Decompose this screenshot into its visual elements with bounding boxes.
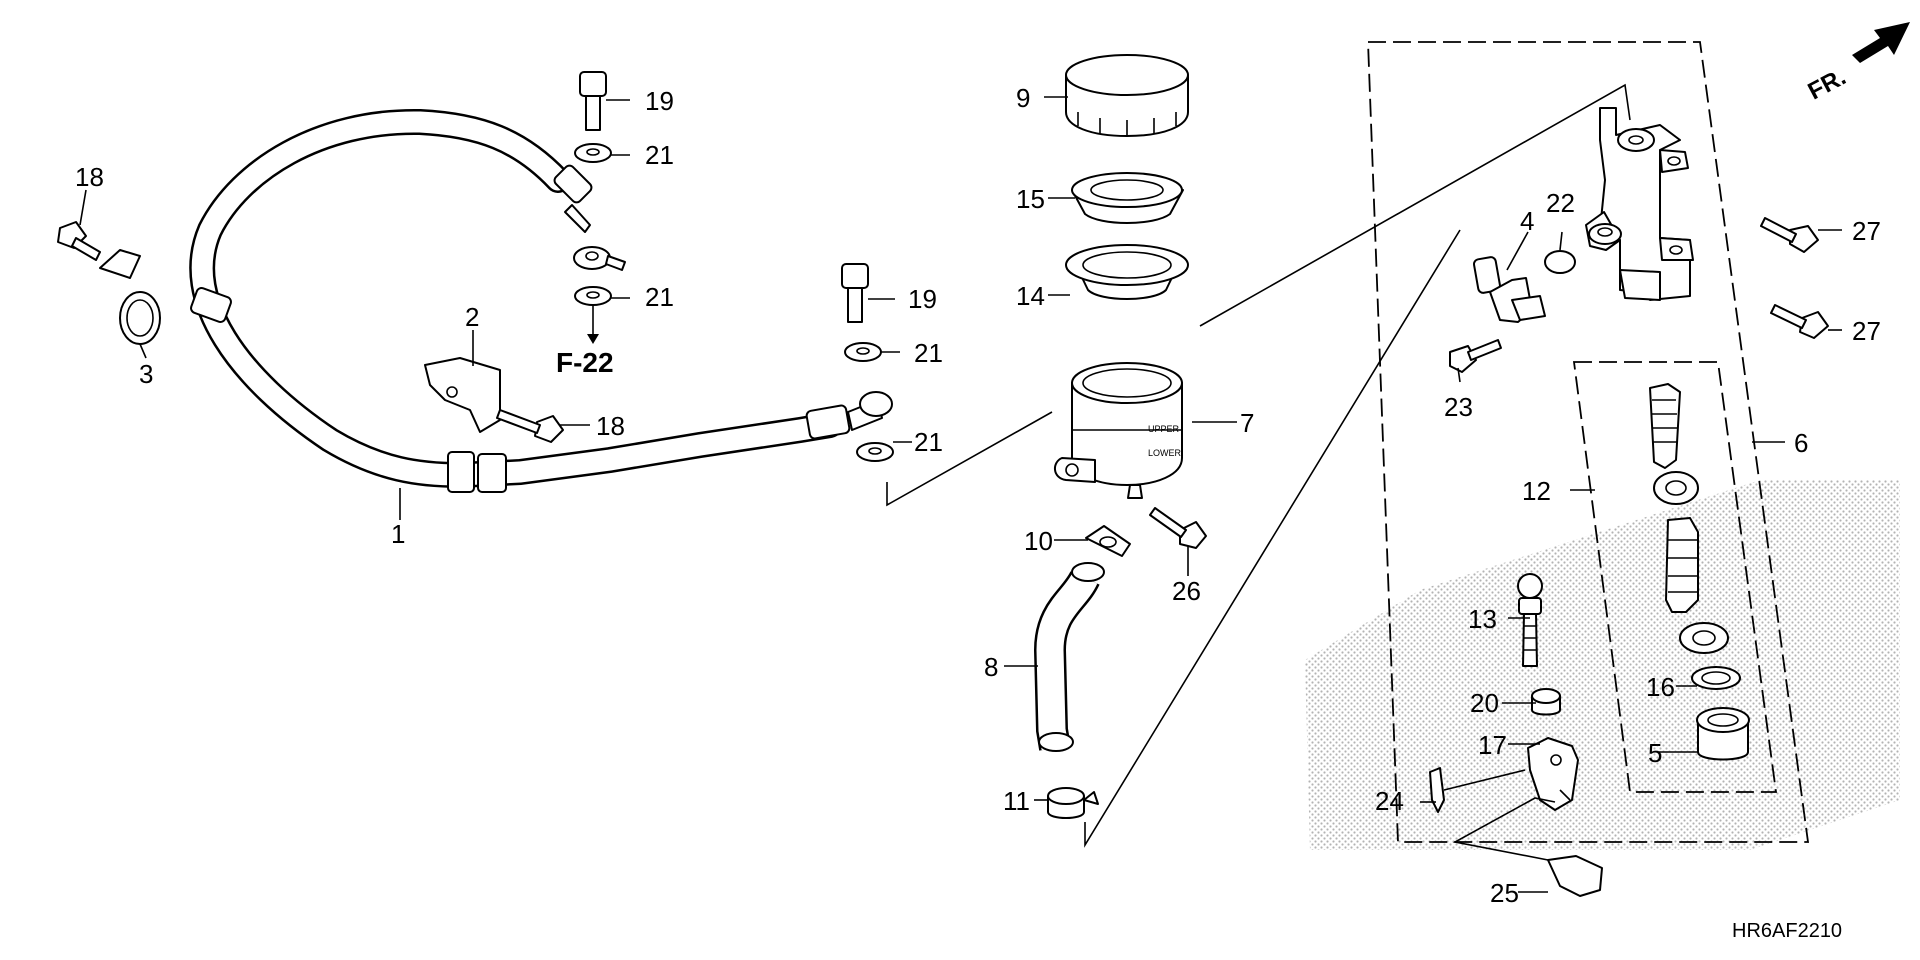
master-cylinder-assembly-outline	[1367, 41, 1810, 843]
cotter-pin-part-24	[1429, 767, 1445, 813]
reservoir-hose-part-8	[1033, 562, 1105, 752]
callout-21-d[interactable]: 21	[914, 427, 943, 457]
reservoir-part-7: UPPER LOWER	[1054, 362, 1183, 499]
brake-hose-part-1	[189, 108, 893, 493]
sealing-washer-part-21	[574, 143, 894, 462]
callout-2[interactable]: 2	[465, 302, 479, 332]
callout-27-lower[interactable]: 27	[1852, 316, 1881, 346]
callout-19-lower[interactable]: 19	[908, 284, 937, 314]
front-direction-label: FR.	[1804, 63, 1851, 105]
callout-14[interactable]: 14	[1016, 281, 1045, 311]
o-ring-part-22	[1544, 250, 1576, 274]
hose-clip-part-11	[1047, 787, 1099, 819]
callout-19-upper[interactable]: 19	[645, 86, 674, 116]
callout-22[interactable]: 22	[1546, 188, 1575, 218]
banjo-bolt-part-19-lower	[841, 263, 869, 323]
callout-1[interactable]: 1	[391, 519, 405, 549]
callout-18-stay[interactable]: 18	[596, 411, 625, 441]
hose-clip-part-10	[1085, 525, 1131, 557]
callout-24[interactable]: 24	[1375, 786, 1404, 816]
banjo-bolt-part-19-upper	[579, 71, 607, 131]
piston-set-outline	[1572, 361, 1778, 793]
bolt-part-27-lower	[1770, 304, 1829, 339]
reservoir-cap-part-9	[1065, 54, 1189, 137]
hose-clamp-part-3	[99, 249, 161, 345]
push-rod-part-13	[1517, 573, 1543, 667]
nut-part-20	[1531, 688, 1561, 716]
callout-13[interactable]: 13	[1468, 604, 1497, 634]
secondary-cup-part	[1679, 622, 1729, 654]
shading-area	[1305, 480, 1900, 850]
screw-part-23	[1449, 339, 1502, 373]
diaphragm-part-14	[1065, 244, 1189, 300]
callout-21-a[interactable]: 21	[645, 140, 674, 170]
joint-pin-part-25	[1547, 855, 1603, 897]
bolt-part-27-upper	[1760, 217, 1819, 253]
callout-20[interactable]: 20	[1470, 688, 1499, 718]
callout-8[interactable]: 8	[984, 652, 998, 682]
diagram-code: HR6AF2210	[1732, 920, 1842, 942]
callout-leaders	[79, 96, 1842, 893]
callout-15[interactable]: 15	[1016, 184, 1045, 214]
callout-5[interactable]: 5	[1648, 738, 1662, 768]
hose-joint-part-4	[1473, 256, 1546, 323]
callout-21-b[interactable]: 21	[645, 282, 674, 312]
reference-arrow-head	[587, 334, 599, 344]
callout-4[interactable]: 4	[1520, 206, 1534, 236]
callout-11[interactable]: 11	[1003, 786, 1030, 816]
reservoir-lower-mark: LOWER	[1148, 448, 1182, 458]
callout-27-upper[interactable]: 27	[1852, 216, 1881, 246]
callout-16[interactable]: 16	[1646, 672, 1675, 702]
piston-part	[1665, 517, 1699, 613]
boot-part-5	[1696, 707, 1750, 761]
circlip-part-16	[1691, 666, 1741, 690]
bolt-part-26	[1149, 507, 1207, 549]
reference-label-f22[interactable]: F-22	[556, 347, 614, 378]
master-cylinder-body	[1585, 107, 1694, 301]
bolt-part-18-stay	[496, 409, 564, 443]
callout-10[interactable]: 10	[1024, 526, 1053, 556]
callout-21-c[interactable]: 21	[914, 338, 943, 368]
callout-12[interactable]: 12	[1522, 476, 1551, 506]
callout-26[interactable]: 26	[1172, 576, 1201, 606]
callout-9[interactable]: 9	[1016, 83, 1030, 113]
front-direction-arrow: FR.	[1804, 22, 1910, 105]
primary-cup-part	[1653, 471, 1699, 505]
callout-23[interactable]: 23	[1444, 392, 1473, 422]
diaphragm-plate-part-15	[1071, 172, 1184, 224]
assembly-guide-lines	[886, 83, 1631, 861]
callout-25[interactable]: 25	[1490, 878, 1519, 908]
hose-stay-part-2	[424, 357, 501, 433]
callout-6[interactable]: 6	[1794, 428, 1808, 458]
callout-18-left[interactable]: 18	[75, 162, 104, 192]
callout-17[interactable]: 17	[1478, 730, 1507, 760]
callout-7[interactable]: 7	[1240, 408, 1254, 438]
spring-part	[1649, 383, 1681, 469]
clevis-joint-part-17	[1527, 737, 1579, 811]
callout-3[interactable]: 3	[139, 359, 153, 389]
reservoir-upper-mark: UPPER	[1148, 424, 1180, 434]
bolt-part-18-left	[57, 221, 101, 261]
